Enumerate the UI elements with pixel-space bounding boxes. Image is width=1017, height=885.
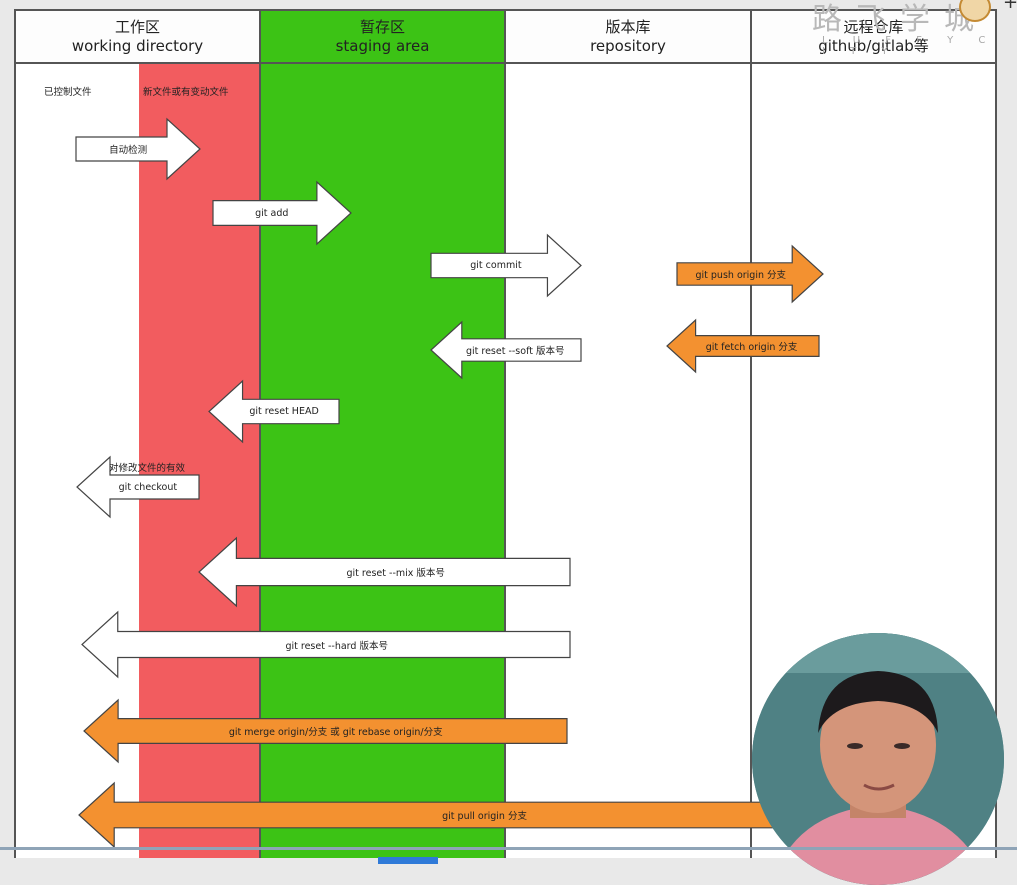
video-progress-track[interactable] <box>0 847 1017 850</box>
header-title: 暂存区 <box>359 17 405 36</box>
video-scrubber-thumb[interactable] <box>378 857 438 864</box>
arrow-shape <box>198 536 571 608</box>
git-commit-arrow: git commit <box>430 233 582 298</box>
header-subtitle: working directory <box>71 36 204 55</box>
arrow-polygon <box>430 320 582 380</box>
header-staging-area: 暂存区 staging area <box>259 9 504 64</box>
column-remote <box>750 64 997 858</box>
plus-icon[interactable]: + <box>1003 0 1017 13</box>
column-staging <box>259 64 504 858</box>
tracked-files-label: 已控制文件 <box>44 87 92 98</box>
arrow-shape <box>212 180 352 246</box>
git-reset-head-arrow: git reset HEAD <box>208 379 340 444</box>
checkout-note-label: 对修改文件的有效 <box>109 463 186 474</box>
git-pull-arrow: git pull origin 分支 <box>78 781 870 849</box>
arrow-label: git commit <box>470 260 522 271</box>
arrow-label: git checkout <box>118 481 178 493</box>
brand-watermark: 路飞学城 <box>812 2 988 37</box>
arrow-label: git reset --mix 版本号 <box>346 568 445 579</box>
git-add-arrow: git add <box>212 180 352 246</box>
header-working-directory: 工作区 working directory <box>14 9 259 64</box>
arrow-shape <box>81 610 571 679</box>
arrow-polygon <box>75 117 201 181</box>
git-reset-soft-arrow: git reset --soft 版本号 <box>430 320 582 380</box>
header-repository: 版本库 repository <box>504 9 750 64</box>
arrow-shape <box>430 320 582 380</box>
column-repository <box>504 64 750 858</box>
git-checkout-arrow: git checkout <box>76 455 200 519</box>
arrow-polygon <box>83 698 568 764</box>
auto-detect-arrow: 自动检测 <box>75 117 201 181</box>
arrow-label: git pull origin 分支 <box>442 811 527 822</box>
arrow-shape <box>676 244 824 304</box>
arrow-polygon <box>430 233 582 298</box>
arrow-label: git push origin 分支 <box>695 270 787 281</box>
arrow-polygon <box>76 455 200 519</box>
arrow-polygon <box>208 379 340 444</box>
header-title: 工作区 <box>114 17 160 36</box>
arrow-polygon <box>81 610 571 679</box>
arrow-label: git add <box>255 207 289 219</box>
header-remote-repository: 远程仓库 github/gitlab等 <box>750 9 997 64</box>
git-push-arrow: git push origin 分支 <box>676 244 824 304</box>
git-reset-hard-arrow: git reset --hard 版本号 <box>81 610 571 679</box>
arrow-polygon <box>212 180 352 246</box>
new-or-changed-files-label: 新文件或有变动文件 <box>143 87 229 98</box>
arrow-label: git fetch origin 分支 <box>705 342 798 353</box>
git-reset-mix-arrow: git reset --mix 版本号 <box>198 536 571 608</box>
arrow-label: git reset HEAD <box>249 406 319 417</box>
arrow-shape <box>208 379 340 444</box>
git-fetch-arrow: git fetch origin 分支 <box>666 318 820 374</box>
arrow-label: git reset --hard 版本号 <box>285 640 388 652</box>
header-title: 版本库 <box>605 17 651 36</box>
arrow-shape <box>75 117 201 181</box>
arrow-shape <box>76 455 200 519</box>
git-merge-rebase-arrow: git merge origin/分支 或 git rebase origin/… <box>83 698 568 764</box>
header-subtitle: repository <box>590 36 666 55</box>
arrow-shape <box>666 318 820 374</box>
column-working <box>14 64 259 858</box>
arrow-label: 自动检测 <box>109 145 148 156</box>
header-subtitle: staging area <box>335 36 430 55</box>
arrow-polygon <box>666 318 820 374</box>
header-title: 远程仓库 <box>843 17 904 36</box>
arrow-shape <box>83 698 568 764</box>
arrow-label: git merge origin/分支 或 git rebase origin/… <box>228 727 443 738</box>
arrow-shape <box>430 233 582 298</box>
brand-watermark-sub: L U F F Y C I T Y <box>822 35 997 57</box>
arrow-polygon <box>198 536 571 608</box>
arrow-polygon <box>676 244 824 304</box>
channel-logo-icon <box>959 0 991 22</box>
arrow-shape <box>78 781 870 849</box>
presenter-webcam <box>752 633 1004 885</box>
arrow-label: git reset --soft 版本号 <box>465 346 565 357</box>
arrow-polygon <box>78 781 870 849</box>
header-subtitle: github/gitlab等 <box>818 36 929 55</box>
